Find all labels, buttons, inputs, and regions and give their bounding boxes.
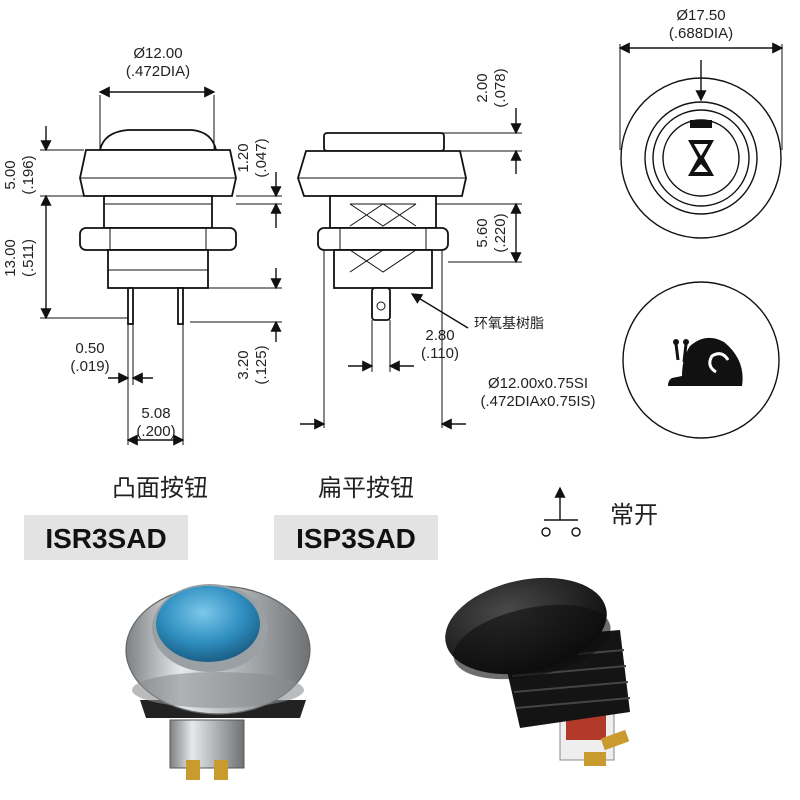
flat-caption: 扁平按钮 xyxy=(318,474,414,502)
flat-cap-h: 2.00 xyxy=(474,73,491,102)
pin-pitch: 5.08 xyxy=(141,405,170,422)
term-w: 2.80 xyxy=(425,327,454,344)
flat-button-side-view xyxy=(297,132,467,321)
bezel-dia-in: (.688DIA) xyxy=(669,25,733,42)
panel-in: (.220) xyxy=(492,213,509,252)
flat-model-box xyxy=(274,515,438,560)
pin-len-in: (.125) xyxy=(253,345,270,384)
cap-h: 1.20 xyxy=(235,143,252,172)
dome-body-h-in: (.511) xyxy=(20,239,37,277)
pin-w-in: (.019) xyxy=(70,358,109,375)
top-view-dimension: Ø17.50 (.688DIA) xyxy=(618,7,784,150)
dome-dimensions: Ø12.00 (.472DIA) 5.00 (.196) 13.00 (.511… xyxy=(2,45,282,446)
flat-button-photo xyxy=(445,577,631,766)
flat-model: ISP3SAD xyxy=(296,523,416,554)
bezel-dia: Ø17.50 xyxy=(676,7,725,24)
dome-model: ISR3SAD xyxy=(45,523,166,554)
cap-h-in: (.047) xyxy=(253,138,270,177)
pin-w: 0.50 xyxy=(75,340,104,357)
dome-head-h: 5.00 xyxy=(2,160,19,189)
dome-button-photo xyxy=(125,584,311,780)
snail-icon xyxy=(668,337,743,386)
dome-head-dia-in: (.472DIA) xyxy=(126,63,190,80)
dome-button-side-view xyxy=(79,129,237,325)
pin-pitch-in: (.200) xyxy=(136,423,175,440)
flat-cap-h-in: (.078) xyxy=(492,68,509,107)
dome-head-dia: Ø12.00 xyxy=(133,45,182,62)
term-w-in: (.110) xyxy=(421,345,459,362)
epoxy-label: 环氧基树脂 xyxy=(474,315,544,332)
dome-model-box xyxy=(24,515,188,560)
dome-head-h-in: (.196) xyxy=(20,155,37,194)
normally-open-label: 常开 xyxy=(610,501,658,529)
dome-caption: 凸面按钮 xyxy=(112,474,208,502)
pin-len: 3.20 xyxy=(235,350,252,379)
dome-body-h: 13.00 xyxy=(2,239,19,277)
thread-in: (.472DIAx0.75IS) xyxy=(480,393,595,410)
hourglass-top-view xyxy=(620,60,782,239)
flat-dimensions: 2.00 (.078) 5.60 (.220) 环氧基树脂 2.80 (.110… xyxy=(300,68,596,430)
panel: 5.60 xyxy=(474,218,491,247)
hourglass-icon xyxy=(688,140,714,176)
normally-open-symbol xyxy=(541,486,581,537)
thread: Ø12.00x0.75SI xyxy=(488,375,588,392)
snail-top-view xyxy=(622,281,780,439)
